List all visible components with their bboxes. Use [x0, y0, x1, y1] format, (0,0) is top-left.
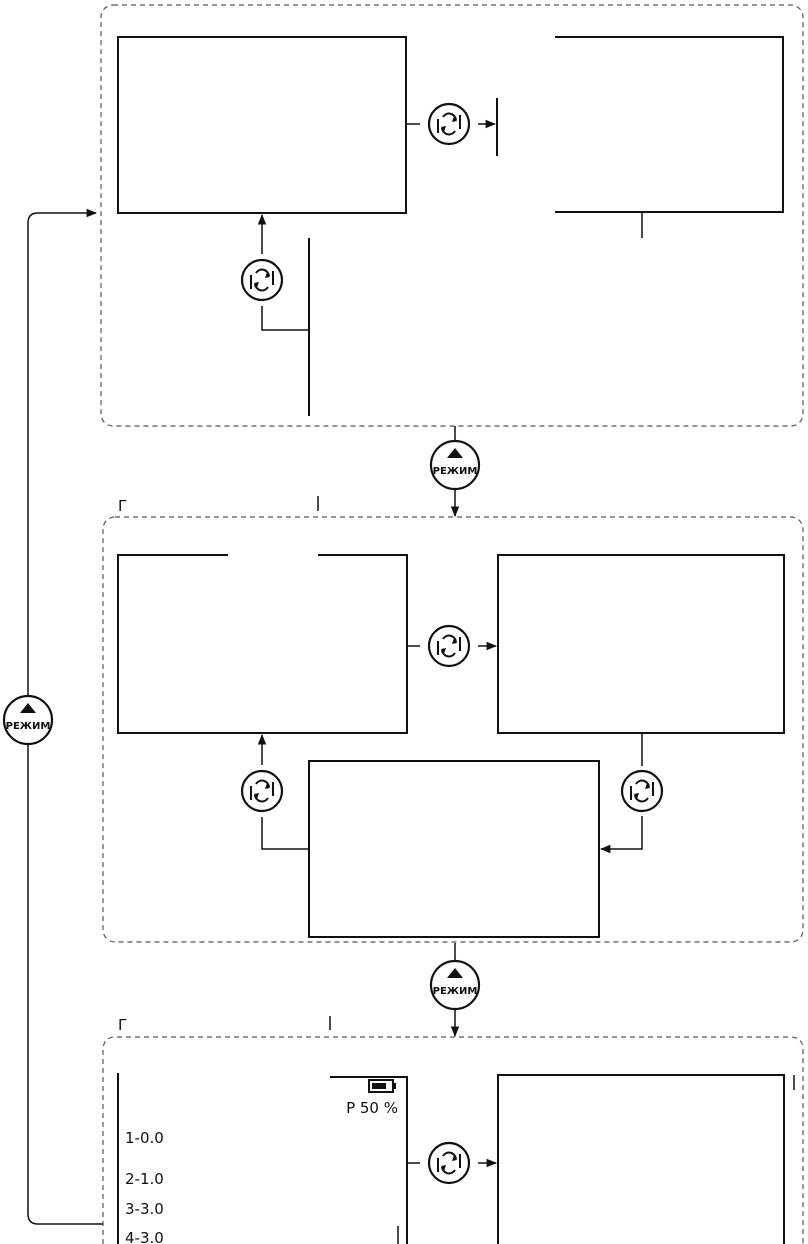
- screen-box: [308, 760, 600, 938]
- section-title: Г: [118, 497, 127, 515]
- screen-box: [555, 36, 784, 213]
- cycle-arrows-icon[interactable]: [240, 769, 284, 813]
- cycle-arrows-icon[interactable]: [240, 258, 284, 302]
- triangle-up-icon: [447, 968, 463, 978]
- mode-button-label: РЕЖИМ: [433, 466, 478, 477]
- triangle-up-icon: [447, 448, 463, 458]
- section-2: Г: [102, 496, 804, 943]
- screen-box: [497, 1074, 785, 1244]
- battery-icon: [368, 1079, 396, 1093]
- list-item: 2-1.0: [125, 1170, 164, 1188]
- cycle-arrows-icon[interactable]: [427, 624, 471, 668]
- screen-box: [117, 554, 408, 734]
- screen-box: [497, 554, 785, 734]
- percent-readout: Р 50 %: [346, 1099, 398, 1117]
- section-1: [100, 4, 804, 427]
- mode-button[interactable]: РЕЖИМ: [429, 439, 481, 491]
- cycle-arrows-icon[interactable]: [427, 102, 471, 146]
- return-loop: [27, 208, 103, 1225]
- screen-box: [330, 1076, 408, 1244]
- section-title: Г: [118, 1016, 127, 1034]
- section-3: Г: [102, 1016, 804, 1244]
- cycle-arrows-icon[interactable]: [427, 1141, 471, 1185]
- list-item: 3-3.0: [125, 1200, 164, 1218]
- mode-button[interactable]: РЕЖИМ: [2, 694, 54, 746]
- mode-button-label: РЕЖИМ: [433, 986, 478, 997]
- mode-button-label: РЕЖИМ: [6, 721, 51, 732]
- mode-button[interactable]: РЕЖИМ: [429, 959, 481, 1011]
- list-item: 4-3.0: [125, 1229, 164, 1244]
- triangle-up-icon: [20, 703, 36, 713]
- screen-box: [117, 36, 407, 214]
- list-item: 1-0.0: [125, 1129, 164, 1147]
- cycle-arrows-icon[interactable]: [620, 769, 664, 813]
